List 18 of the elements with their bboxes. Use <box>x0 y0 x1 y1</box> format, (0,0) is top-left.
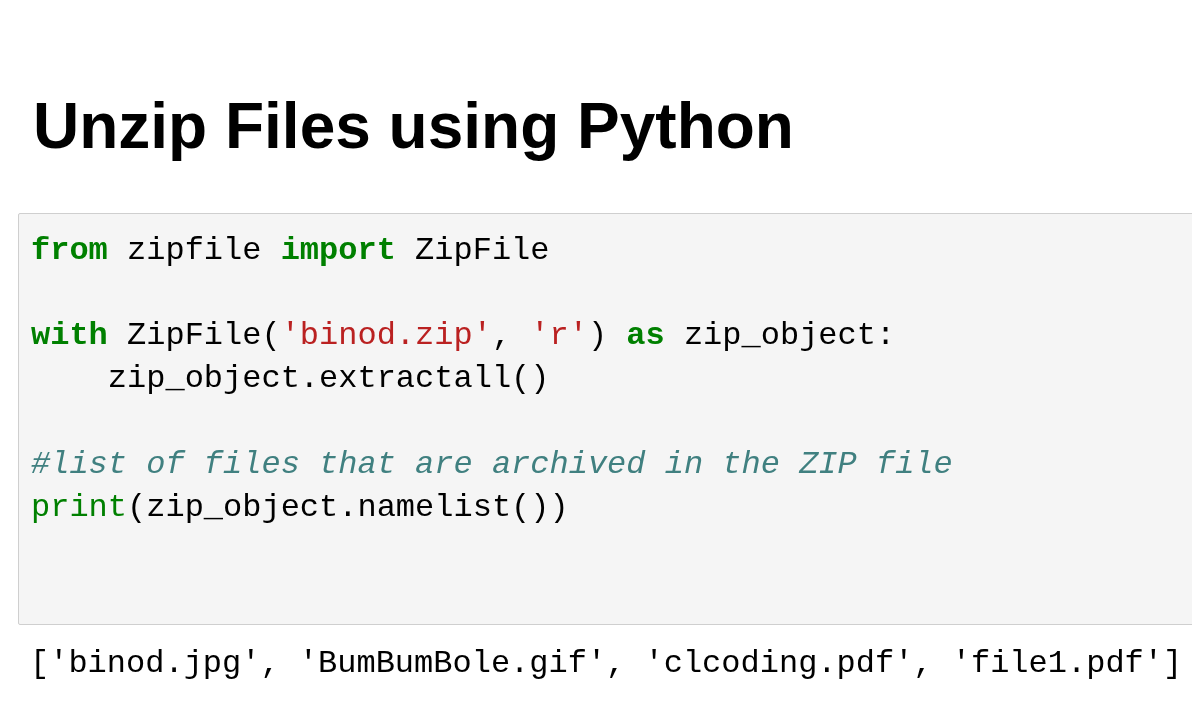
code-token: print <box>31 489 127 526</box>
code-string: 'r' <box>530 317 588 354</box>
code-string: 'binod.zip' <box>280 317 492 354</box>
code-keyword: with <box>31 317 108 354</box>
code-token: , <box>491 317 512 354</box>
code-token: ZipFile( <box>127 317 281 354</box>
code-token: ['binod.jpg', 'BumBumBole.gif', 'clcoding.pdf', 'file1.pdf'] <box>30 645 1183 682</box>
code-keyword: from <box>31 232 108 269</box>
code-token: zip_object: <box>683 317 896 354</box>
page-title: Unzip Files using Python <box>33 89 794 164</box>
code-token: (zip_object.namelist()) <box>127 489 569 526</box>
code-keyword: import <box>280 232 396 269</box>
code-token: zipfile <box>127 232 262 269</box>
code-token: ) <box>587 317 608 354</box>
code-token: zip_object.extractall() <box>107 360 550 397</box>
code-comment: #list of files that are archived in the ZIP file <box>31 446 953 483</box>
code-keyword: as <box>626 317 665 354</box>
code-token: ZipFile <box>415 232 550 269</box>
